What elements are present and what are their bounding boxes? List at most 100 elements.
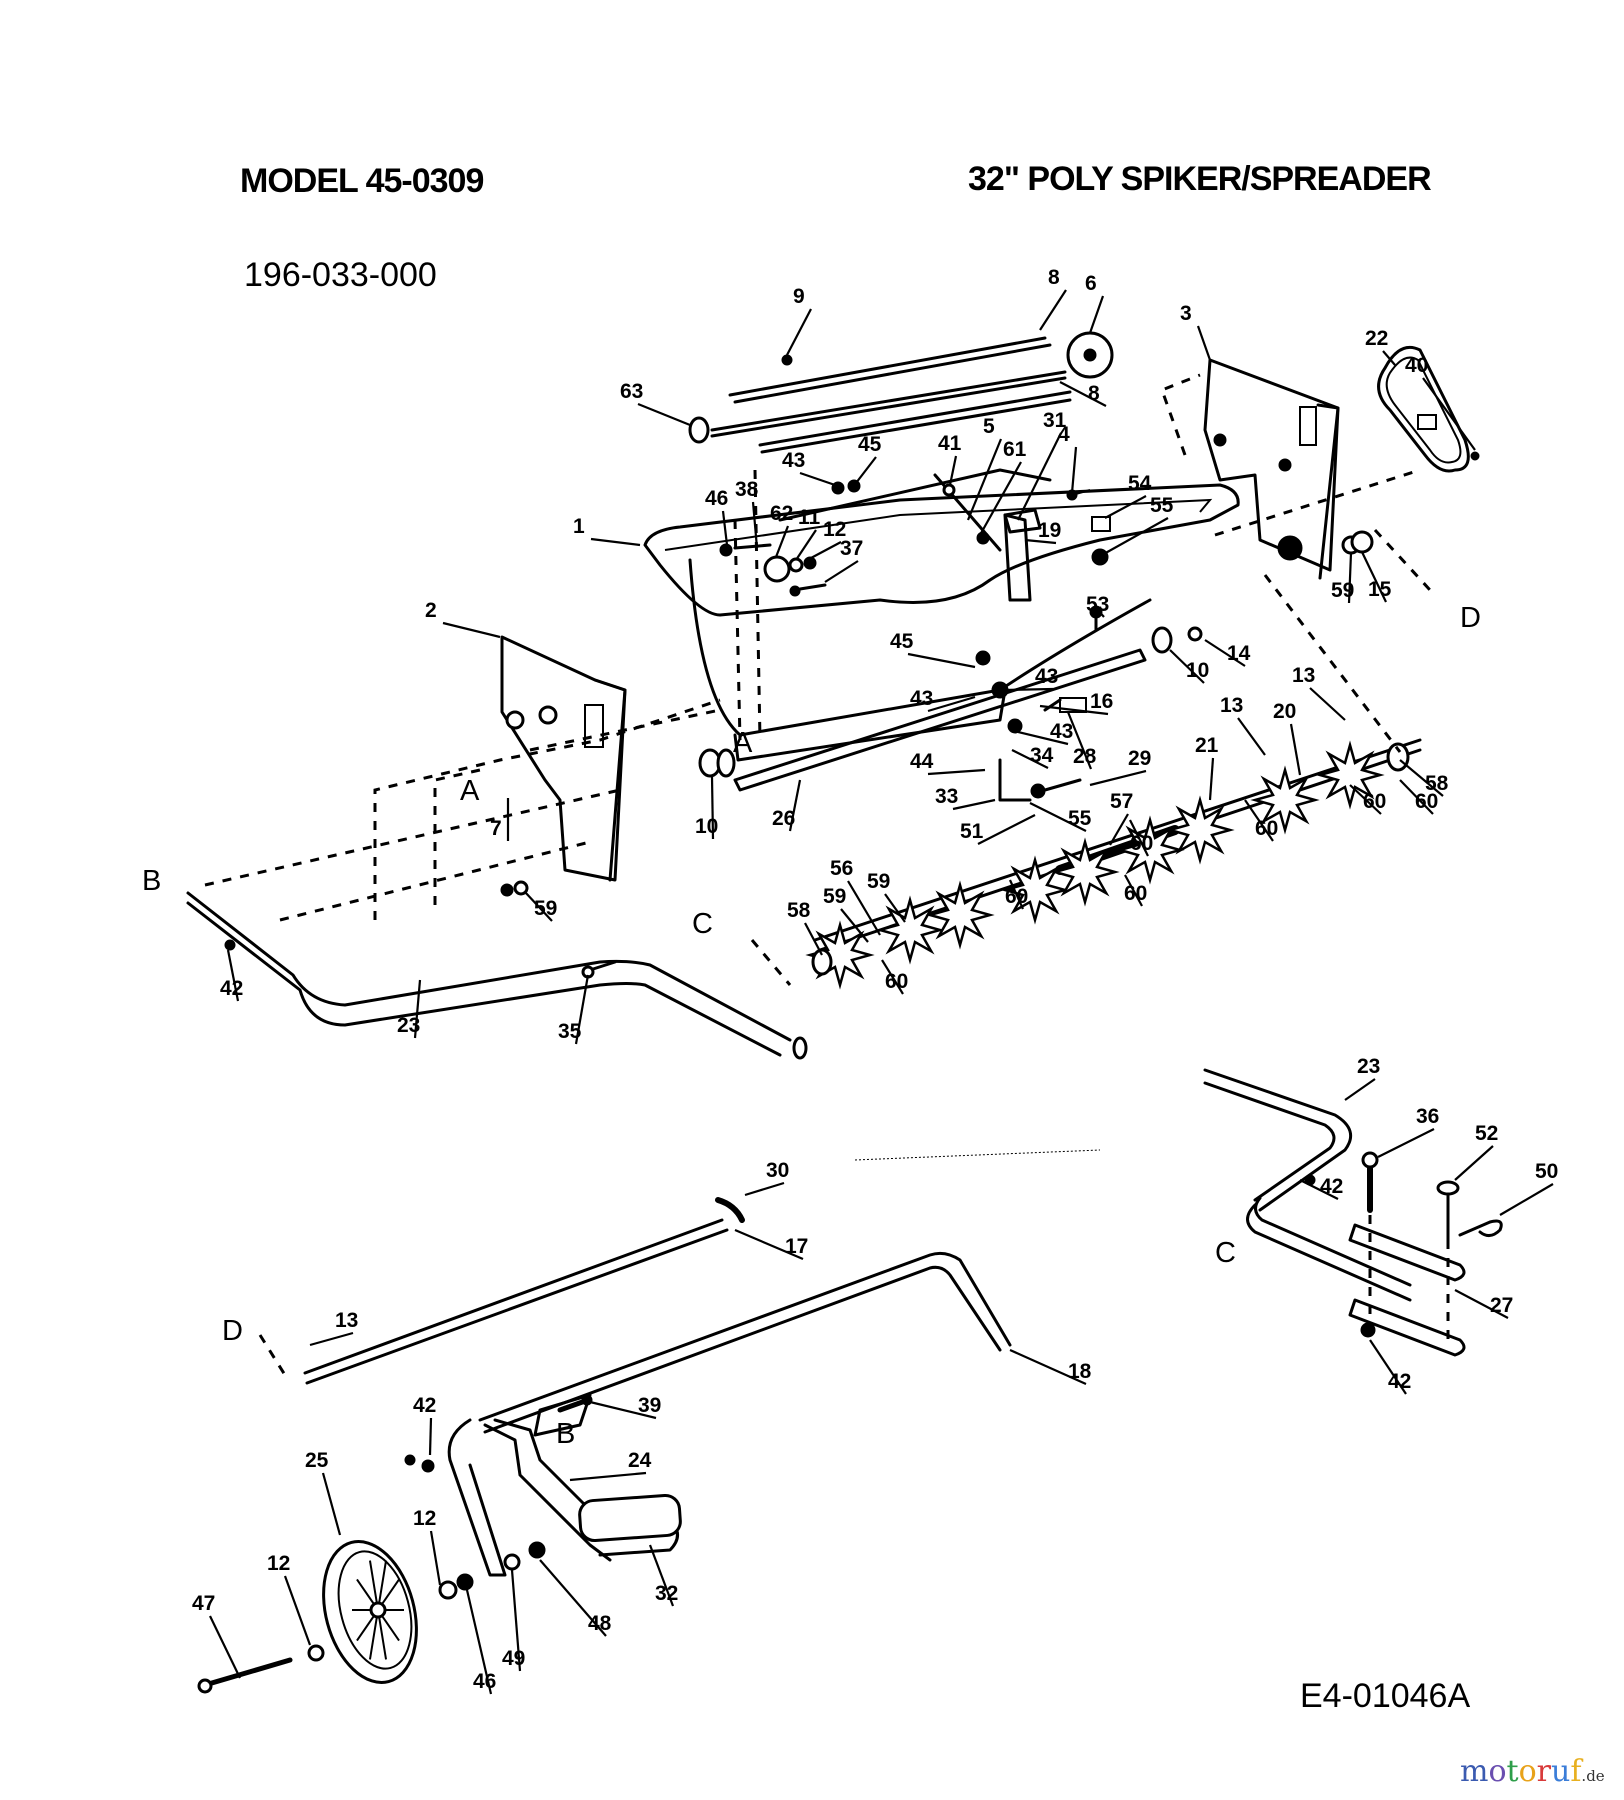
callout-49: 49 xyxy=(502,1647,525,1670)
callout-20: 20 xyxy=(1273,700,1296,723)
model-number: MODEL 45-0309 xyxy=(240,162,484,200)
callout-4: 4 xyxy=(1058,423,1070,446)
callout-12: 12 xyxy=(267,1552,290,1575)
leader-line-c8b xyxy=(1059,381,1107,407)
callout-13: 13 xyxy=(1220,694,1243,717)
leader-line-c35 xyxy=(574,974,590,1045)
callout-47: 47 xyxy=(192,1592,215,1615)
callout-25: 25 xyxy=(305,1449,329,1472)
leader-line-c60c xyxy=(1349,784,1382,815)
leader-line-c13a xyxy=(1237,717,1266,756)
callout-3: 3 xyxy=(1180,302,1192,325)
callout-57: 57 xyxy=(1110,790,1133,813)
leader-line-c62 xyxy=(774,525,790,558)
watermark-tld: .de xyxy=(1581,1767,1605,1785)
watermark-letter: m xyxy=(1460,1754,1489,1789)
side-plate-right xyxy=(1203,358,1340,580)
grip-32 xyxy=(578,1494,682,1542)
frame-rail-26 xyxy=(733,648,1147,792)
callout-55: 55 xyxy=(1068,807,1092,830)
callout-33: 33 xyxy=(935,785,958,808)
chain-upper xyxy=(728,336,1047,397)
callout-29: 29 xyxy=(1128,747,1151,770)
callout-35: 35 xyxy=(558,1020,582,1043)
callout-16: 16 xyxy=(1090,690,1113,713)
callout-54: 54 xyxy=(1128,472,1152,495)
assembly-lines xyxy=(204,373,1450,1376)
reference-letter-d: D xyxy=(222,1315,243,1347)
leader-line-c60a xyxy=(1129,819,1149,857)
leader-line-c27 xyxy=(1454,1289,1509,1319)
leader-line-c41 xyxy=(948,455,958,486)
spike-wheel xyxy=(1000,855,1070,925)
leader-line-c51 xyxy=(977,814,1036,845)
callout-17: 17 xyxy=(785,1235,808,1258)
leader-line-c60f xyxy=(1124,874,1143,907)
callout-9: 9 xyxy=(793,285,805,308)
callout-58: 58 xyxy=(787,899,811,922)
callout-60: 60 xyxy=(1005,885,1028,908)
callout-60: 60 xyxy=(1415,790,1438,813)
callout-41: 41 xyxy=(938,432,962,455)
callout-42: 42 xyxy=(1320,1175,1343,1198)
callout-56: 56 xyxy=(830,857,853,880)
leader-line-c23a xyxy=(413,979,422,1039)
callout-43: 43 xyxy=(782,449,805,472)
leader-line-c9 xyxy=(786,308,812,356)
leader-line-c10b xyxy=(710,776,715,840)
callout-38: 38 xyxy=(735,478,759,501)
agitator-assembly xyxy=(688,331,1114,454)
leader-line-c1 xyxy=(590,537,641,547)
watermark-letter: o xyxy=(1518,1754,1537,1789)
leader-line-c31 xyxy=(1017,432,1062,521)
watermark-logo: motoruf.de xyxy=(1460,1754,1605,1789)
leader-line-c10a xyxy=(1169,649,1205,684)
axle-bolt-47 xyxy=(202,1657,293,1688)
callout-59: 59 xyxy=(823,885,846,908)
callout-51: 51 xyxy=(960,820,984,843)
leader-line-c55a xyxy=(1101,517,1169,556)
leader-line-c42b xyxy=(1299,1179,1339,1200)
spike-wheel xyxy=(925,880,995,950)
watermark-letter: r xyxy=(1536,1754,1551,1789)
callout-50: 50 xyxy=(1535,1160,1558,1183)
leader-line-c60e xyxy=(1008,879,1025,910)
callout-62: 62 xyxy=(770,502,793,525)
callout-63: 63 xyxy=(620,380,643,403)
leader-line-c11 xyxy=(795,529,817,561)
callout-10: 10 xyxy=(695,815,718,838)
product-title: 32" POLY SPIKER/SPREADER xyxy=(968,160,1432,198)
leader-line-c53 xyxy=(1095,607,1105,618)
leader-line-c29 xyxy=(1089,769,1147,787)
spike-rotor xyxy=(805,738,1422,990)
leader-line-c59a xyxy=(1347,552,1353,604)
part-number: 196-033-000 xyxy=(244,256,437,294)
pin-40 xyxy=(1470,451,1480,461)
drawing-number: E4-01046A xyxy=(1300,1677,1471,1715)
watermark-letter: f xyxy=(1570,1754,1582,1789)
reference-letter-c: C xyxy=(1215,1237,1236,1269)
callout-43: 43 xyxy=(1050,720,1073,743)
handle-assembly xyxy=(303,1197,1012,1577)
reference-letter-d: D xyxy=(1460,602,1481,634)
callout-24: 24 xyxy=(628,1449,652,1472)
leader-line-c52 xyxy=(1454,1145,1494,1181)
leader-line-c33 xyxy=(952,798,996,811)
leader-line-c38 xyxy=(751,501,759,549)
bracket-27-lower xyxy=(1348,1298,1466,1357)
callout-59: 59 xyxy=(534,897,557,920)
leader-line-c4 xyxy=(1070,446,1078,494)
callout-26: 26 xyxy=(772,807,795,830)
callout-60: 60 xyxy=(1130,832,1153,855)
callout-8: 8 xyxy=(1088,382,1100,405)
callout-19: 19 xyxy=(1038,519,1061,542)
callout-23: 23 xyxy=(397,1014,420,1037)
callout-59: 59 xyxy=(1331,579,1354,602)
callout-42: 42 xyxy=(413,1394,436,1417)
callout-45: 45 xyxy=(858,433,882,456)
leader-line-c42d xyxy=(428,1417,433,1456)
leader-line-c63 xyxy=(637,402,691,427)
leader-line-c55b xyxy=(1029,802,1087,832)
